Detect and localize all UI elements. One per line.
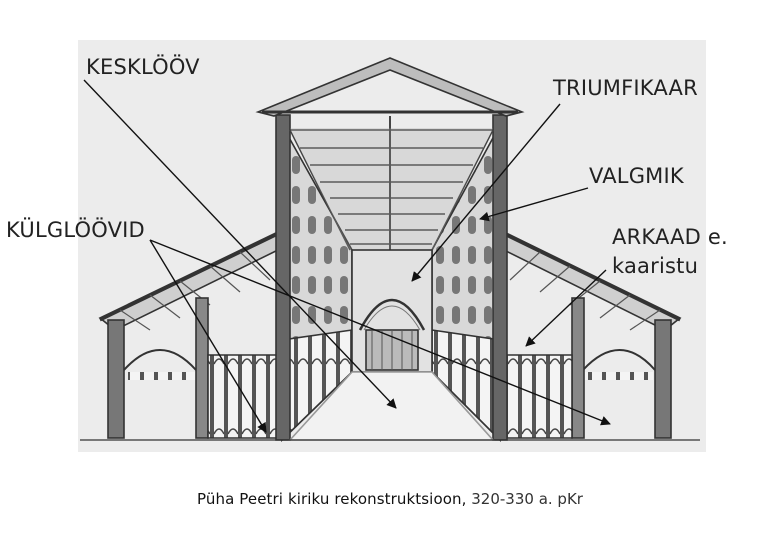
label-triumfikaar: TRIUMFIKAAR (553, 76, 698, 100)
arrow-kulglaeovid-2 (149, 239, 611, 426)
label-arkaad-line1: ARKAAD e. (612, 225, 728, 249)
label-arkaad-line2: kaaristu (612, 254, 699, 278)
label-kesklaeov: KESKLÖÖV (86, 55, 200, 79)
arrow-kulglaeovid-1 (149, 239, 267, 433)
label-kulglaeovid: KÜLGLÖÖVID (6, 218, 145, 242)
caption-date: 320-330 a. pKr (471, 490, 583, 508)
basilica-structure (80, 57, 700, 442)
arrow-arkaad (525, 269, 607, 347)
label-valgmik: VALGMIK (589, 164, 684, 188)
caption-title: Püha Peetri kiriku rekonstruktsioon, (197, 490, 467, 508)
arrow-valgmik (479, 187, 589, 222)
pointer-arrows (83, 79, 611, 433)
arrow-triumfikaar (411, 103, 561, 282)
figure-caption: Püha Peetri kiriku rekonstruktsioon, 320… (0, 490, 780, 508)
arrow-kesklaeov (83, 79, 397, 409)
